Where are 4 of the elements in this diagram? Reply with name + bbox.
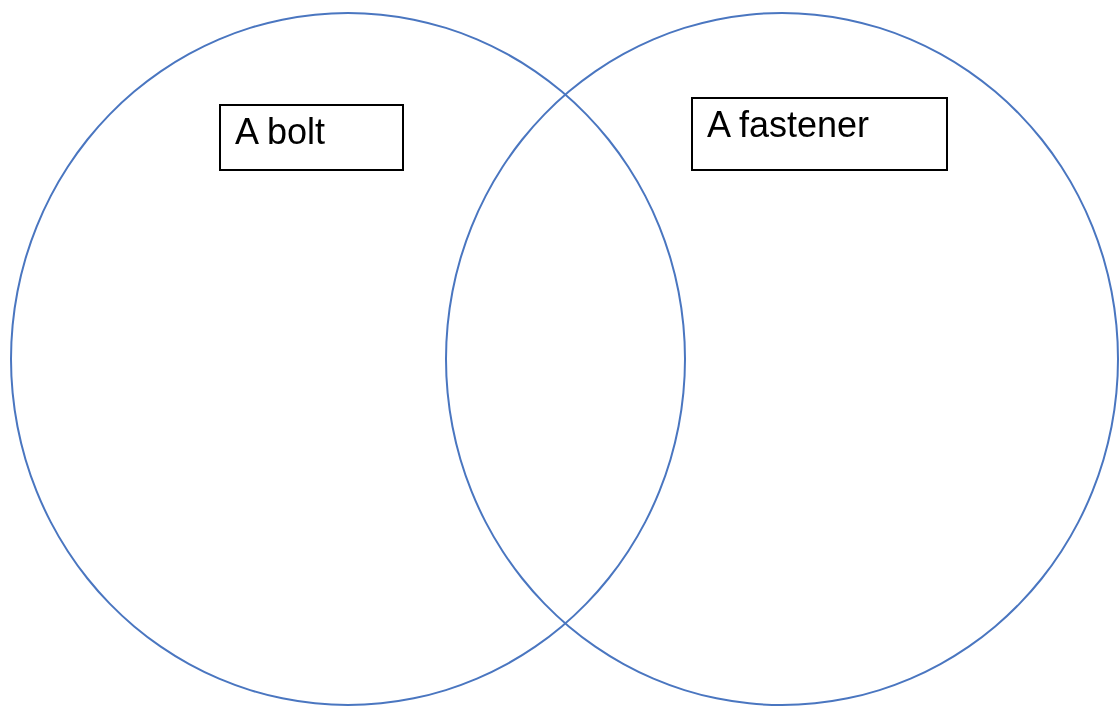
venn-circle: [445, 12, 1119, 706]
term-label: A bolt: [219, 104, 404, 171]
venn-circle: [10, 12, 686, 706]
term-label: A fastener: [691, 97, 948, 171]
